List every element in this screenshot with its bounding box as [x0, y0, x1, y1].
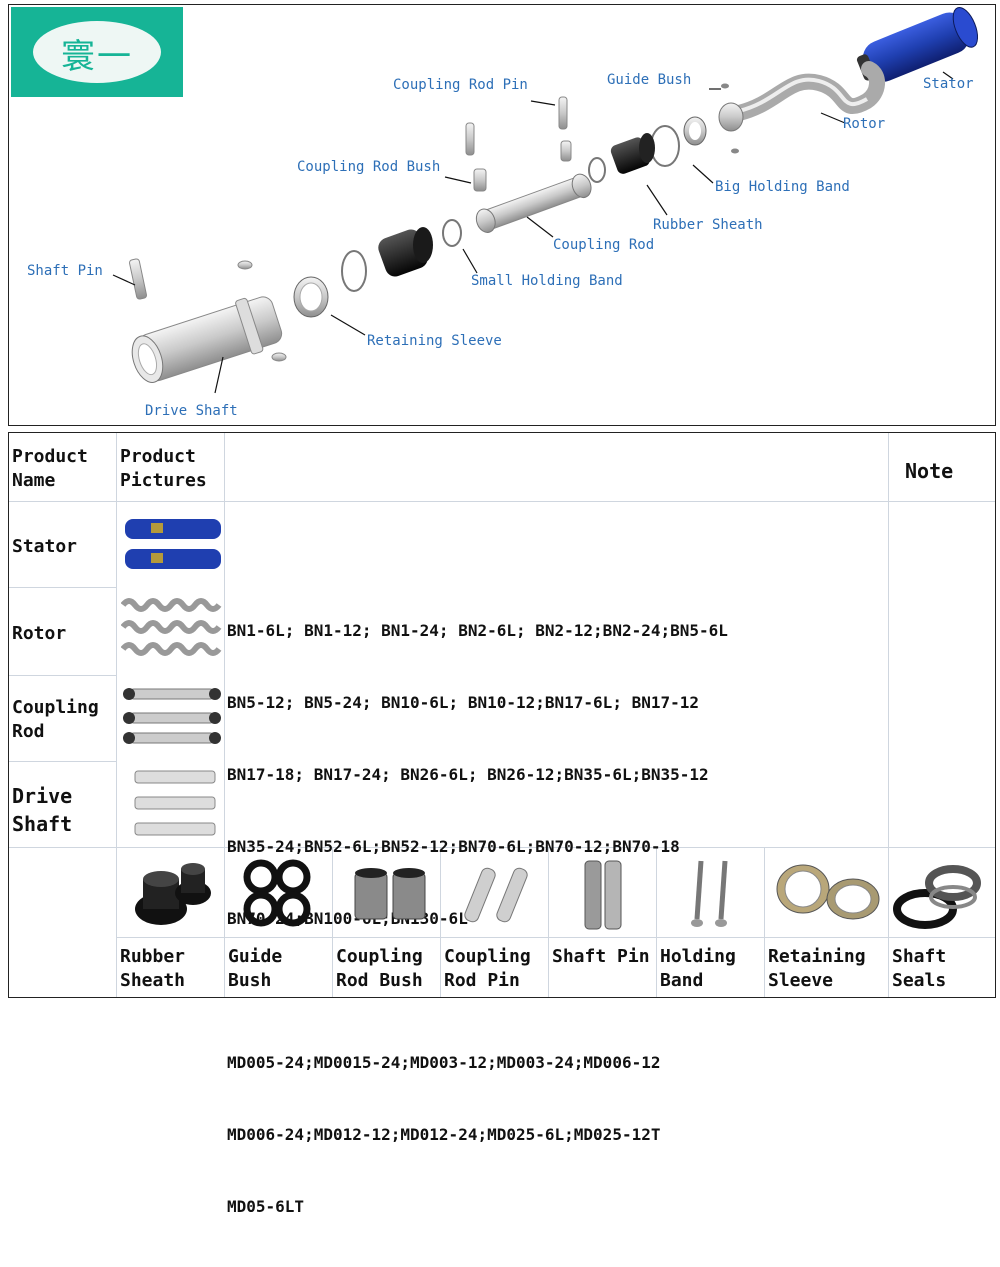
accessory-label: Shaft Seals [892, 946, 947, 991]
header-note: Note [905, 459, 954, 483]
row-name-drive-shaft: Drive Shaft [12, 784, 73, 836]
accessory-label: Guide Bush [228, 946, 283, 991]
header-product-name: Product Name [12, 446, 88, 491]
label-rubber-sheath: Rubber Sheath [653, 217, 763, 233]
brand-logo: 寰一 [11, 7, 183, 97]
shaft-seals-icon [893, 865, 981, 929]
exploded-diagram: 寰一 [8, 4, 996, 426]
accessory-label: Retaining Sleeve [768, 946, 866, 991]
stator-picture [125, 519, 221, 569]
label-small-holding-band: Small Holding Band [471, 273, 623, 289]
label-retaining-sleeve: Retaining Sleeve [367, 333, 502, 349]
label-stator: Stator [923, 76, 974, 92]
accessory-label: Coupling Rod Pin [444, 946, 531, 991]
drive-shaft-part [131, 296, 283, 383]
row-name-stator: Stator [12, 536, 78, 557]
label-big-holding-band: Big Holding Band [715, 179, 850, 195]
guide-bush-icon [243, 859, 311, 927]
product-table: Product Name Product Pictures Note Stato… [8, 432, 996, 1216]
holding-band-icon [691, 860, 728, 927]
model-line: MD006-24;MD012-12;MD012-24;MD025-6L;MD02… [227, 1125, 661, 1144]
shaft-pin-icon [584, 860, 622, 930]
coupling-rod-part [475, 173, 592, 233]
label-guide-bush: Guide Bush [607, 72, 692, 88]
accessory-label: Holding Band [660, 946, 736, 991]
header-product-pictures: Product Pictures [120, 446, 207, 491]
label-shaft-pin: Shaft Pin [27, 263, 103, 279]
rotor-picture [121, 598, 222, 656]
retaining-sleeve-icon [776, 864, 880, 920]
label-coupling-rod-pin: Coupling Rod Pin [393, 77, 528, 93]
label-rotor: Rotor [843, 116, 886, 132]
coupling-rod-picture [123, 688, 221, 744]
rubber-sheath-icon [135, 863, 211, 925]
accessory-label: Rubber Sheath [120, 946, 186, 991]
label-coupling-rod-bush: Coupling Rod Bush [297, 159, 441, 175]
logo-text: 寰一 [61, 37, 133, 77]
accessory-label: Shaft Pin [552, 946, 650, 967]
accessory-label: Coupling Rod Bush [336, 946, 423, 991]
model-line: MD005-24;MD0015-24;MD003-12;MD003-24;MD0… [227, 1053, 661, 1072]
label-coupling-rod: Coupling Rod [553, 237, 655, 253]
rubber-sheath-right [610, 133, 655, 174]
drive-shaft-picture [134, 770, 216, 836]
model-line: BN1-6L; BN1-12; BN1-24; BN2-6L; BN2-12;B… [227, 621, 728, 640]
rubber-sheath-left [378, 227, 433, 277]
model-line: BN17-18; BN17-24; BN26-6L; BN26-12;BN35-… [227, 765, 709, 784]
parts-drawing [112, 6, 979, 394]
coupling-rod-pin-icon [464, 867, 528, 923]
row-name-coupling-rod: Coupling Rod [12, 697, 99, 742]
label-drive-shaft: Drive Shaft [145, 403, 238, 419]
model-line: MD05-6LT [227, 1197, 305, 1216]
model-line: BN5-12; BN5-24; BN10-6L; BN10-12;BN17-6L… [227, 693, 700, 712]
model-line: BN35-24;BN52-6L;BN52-12;BN70-6L;BN70-12;… [227, 837, 680, 856]
row-name-rotor: Rotor [12, 623, 67, 644]
coupling-rod-bush-icon [354, 868, 426, 920]
rotor-part [731, 61, 885, 121]
